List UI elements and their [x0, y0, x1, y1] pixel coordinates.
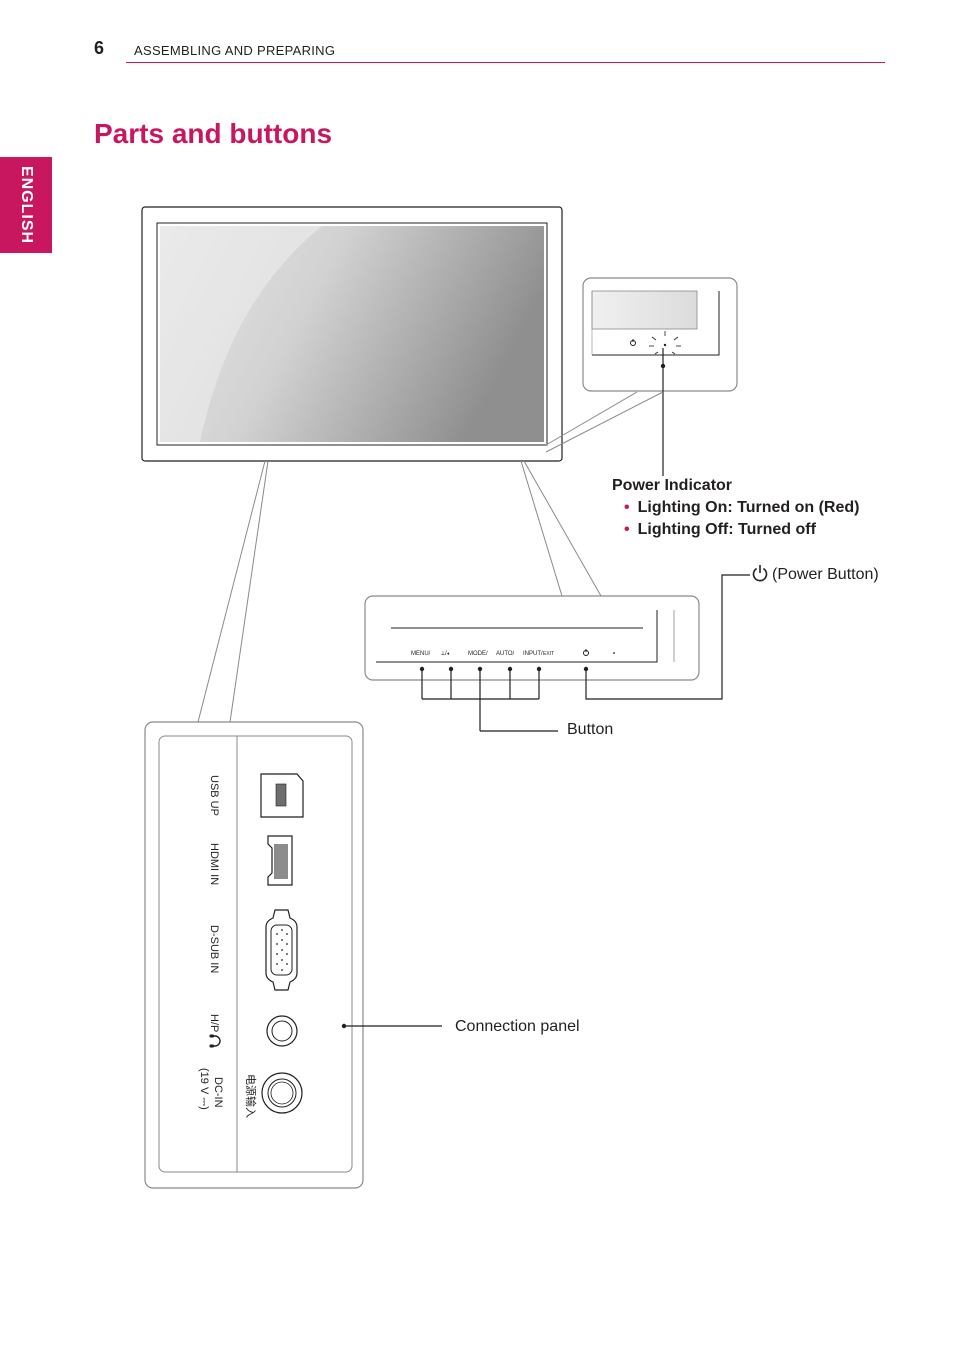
page-number: 6: [94, 38, 105, 58]
dc-in-port: [261, 1072, 303, 1114]
usb-up-port: [260, 773, 304, 818]
button-label: Button: [567, 721, 614, 738]
power-indicator-title: Power Indicator: [612, 477, 733, 494]
front-power-icon: [583, 649, 589, 656]
mode-key-label: MODE/: [468, 651, 488, 657]
auto-key-label: AUTO/: [496, 651, 515, 657]
input-key-label: INPUT/: [523, 651, 543, 657]
osd-key-label: ⟂/◂: [441, 650, 450, 657]
section-title: Parts and buttons: [94, 118, 333, 149]
headphone-port: [266, 1015, 298, 1047]
d-sub-in-port: [265, 909, 298, 991]
power-indicator-led: [663, 343, 667, 347]
dc-in-voltage-label: (19 V ⎓): [198, 1068, 210, 1110]
front-button-panel: MENU/ ⟂/◂ MODE/ AUTO/ INPUT/ EXIT: [364, 595, 700, 681]
dc-in-label: DC-IN: [212, 1077, 224, 1108]
d-sub-in-label: D-SUB IN: [208, 925, 220, 973]
usb-up-label: USB UP: [208, 775, 220, 816]
hdmi-in-port: [267, 835, 293, 886]
header-section-title: ASSEMBLING AND PREPARING: [134, 43, 336, 58]
dc-in-chinese-label: 电源输入: [244, 1074, 258, 1118]
hp-label: H/P: [208, 1014, 220, 1032]
power-indicator-inset: [582, 277, 738, 476]
power-indicator-item: •Lighting Off: Turned off: [624, 521, 816, 538]
connection-panel-label: Connection panel: [455, 1018, 580, 1035]
header-rule: [126, 62, 885, 63]
power-icon: [630, 339, 636, 346]
power-button-icon: [752, 565, 768, 582]
headphone-icon: [209, 1034, 221, 1048]
monitor: [141, 206, 563, 462]
exit-key-label: EXIT: [543, 651, 554, 657]
power-button-label: (Power Button): [772, 566, 879, 583]
power-indicator-item: •Lighting On: Turned on (Red): [624, 499, 860, 516]
led-glow-rays: [649, 331, 681, 355]
hdmi-in-label: HDMI IN: [208, 843, 220, 885]
language-tab: ENGLISH: [0, 157, 52, 253]
connection-panel: USB UP HDMI IN D-SUB IN H/P DC-IN (19 V …: [144, 721, 364, 1189]
button-callout-lines: [421, 574, 750, 732]
menu-key-label: MENU/: [411, 651, 431, 657]
